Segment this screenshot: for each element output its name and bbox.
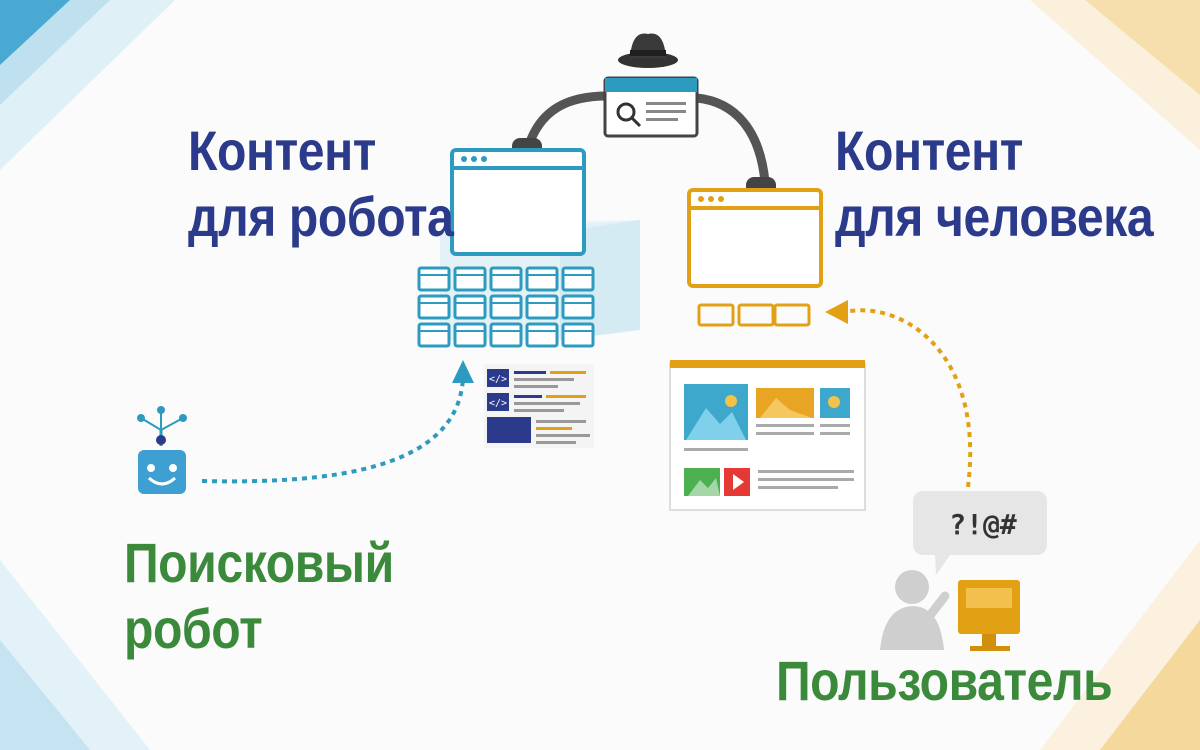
grid-cell	[453, 322, 487, 348]
robot-content-grid	[417, 266, 595, 348]
human-content-line2: для человека	[835, 185, 1154, 249]
corner-decoration-top-left	[0, 0, 175, 170]
corner-decoration-bottom-left	[0, 560, 150, 750]
speech-bubble-icon	[913, 491, 1047, 575]
grid-cell	[453, 294, 487, 320]
search-robot-line2: робот	[124, 597, 263, 661]
grid-cell	[453, 266, 487, 292]
svg-text:</>: </>	[489, 374, 507, 385]
grid-cell	[561, 266, 595, 292]
grid-cell	[489, 294, 523, 320]
corner-decoration-bottom-right	[1040, 540, 1200, 750]
monitor-icon	[958, 580, 1020, 651]
human-content-window	[687, 188, 823, 327]
grid-cell	[525, 294, 559, 320]
black-hat-icon	[618, 33, 678, 68]
robot-content-line2: для робота	[188, 185, 454, 249]
grid-cell	[561, 294, 595, 320]
user-title: Пользователь	[776, 649, 1113, 712]
human-content-title: Контент для человека	[835, 118, 1154, 250]
speech-bubble-text: ?!@#	[949, 508, 1017, 541]
grid-cell	[417, 322, 451, 348]
grid-cell	[525, 266, 559, 292]
grid-cell	[417, 294, 451, 320]
user-icon	[880, 570, 950, 650]
robot-content-line1: Контент	[188, 119, 376, 182]
code-panel: </> </>	[484, 364, 594, 448]
svg-text:</>: </>	[489, 398, 507, 409]
search-window-icon	[603, 76, 699, 138]
grid-cell	[561, 322, 595, 348]
corner-decoration-top-right	[1030, 0, 1200, 150]
robot-icon	[137, 406, 187, 494]
search-robot-line1: Поисковый	[124, 531, 394, 594]
user-arrow	[825, 300, 973, 488]
robot-content-title: Контент для робота	[188, 118, 454, 250]
human-content-line1: Контент	[835, 119, 1023, 182]
search-robot-title: Поисковый робот	[124, 530, 394, 662]
grid-cell	[417, 266, 451, 292]
robot-arrow	[201, 360, 474, 484]
grid-cell	[489, 322, 523, 348]
grid-cell	[525, 322, 559, 348]
web-page-mockup	[669, 360, 866, 511]
grid-cell	[489, 266, 523, 292]
